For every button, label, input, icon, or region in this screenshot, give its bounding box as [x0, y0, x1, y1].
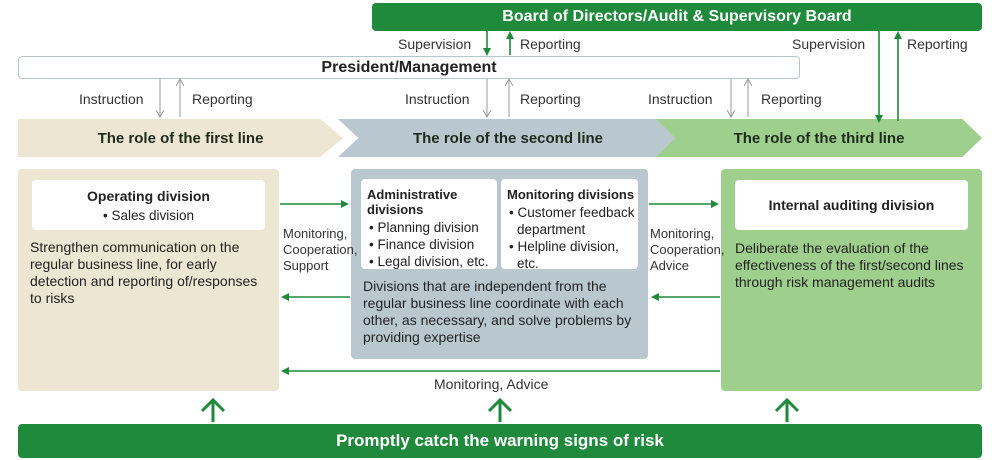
board-of-directors-box: Board of Directors/Audit & Supervisory B…: [372, 3, 982, 31]
third-line-banner: The role of the third line: [656, 119, 982, 157]
president-management-box: President/Management: [18, 56, 800, 79]
up-arrow-1: [200, 397, 226, 422]
reporting-label-1: Reporting: [192, 91, 253, 107]
second-line-banner: The role of the second line: [338, 119, 678, 157]
reporting-label-left: Reporting: [520, 36, 581, 52]
admin-item: • Planning division: [369, 220, 479, 235]
warning-signs-banner: Promptly catch the warning signs of risk: [18, 424, 982, 458]
reporting-label-3: Reporting: [761, 91, 822, 107]
connector-line: Support: [283, 258, 329, 273]
monitor-item: • Helpline division,: [509, 239, 619, 254]
left-connector-text: Monitoring, Cooperation, Support: [283, 226, 357, 274]
reporting-label-2: Reporting: [520, 91, 581, 107]
second-line-panel: Administrative divisions • Planning divi…: [351, 169, 648, 359]
first-line-banner: The role of the first line: [18, 119, 343, 157]
admin-item: • Finance division: [369, 237, 475, 252]
connector-line: Cooperation,: [283, 242, 358, 257]
third-line-description: Deliberate the evaluation of the effecti…: [735, 240, 964, 290]
supervision-label-left: Supervision: [398, 36, 472, 52]
instruction-label-1: Instruction: [79, 91, 144, 107]
internal-auditing-title: Internal auditing division: [768, 197, 935, 213]
second-line-description: Divisions that are independent from the …: [363, 278, 632, 345]
monitor-item: • Customer feedback: [509, 205, 635, 220]
instruction-label-2: Instruction: [405, 91, 470, 107]
third-line-panel: Internal auditing division Deliberate th…: [721, 169, 982, 391]
connector-line: Monitoring,: [283, 226, 348, 241]
internal-auditing-card: Internal auditing division: [735, 180, 968, 230]
first-line-panel: Operating division • Sales division Stre…: [18, 169, 279, 391]
monitor-item: etc.: [517, 256, 539, 271]
up-arrow-2: [487, 397, 513, 422]
supervision-label-right: Supervision: [792, 36, 866, 52]
connector-line: Advice: [650, 258, 690, 273]
operating-division-card: Operating division • Sales division: [32, 180, 265, 230]
first-line-description: Strengthen communication on the regular …: [30, 239, 258, 306]
connector-line: Cooperation,: [650, 242, 725, 257]
admin-item: • Legal division, etc.: [369, 254, 489, 269]
monitor-item: department: [517, 222, 586, 237]
reporting-label-right: Reporting: [907, 36, 968, 52]
sales-division-item: • Sales division: [102, 208, 195, 223]
monitoring-divisions-title: Monitoring divisions: [507, 187, 635, 202]
operating-division-title: Operating division: [87, 188, 210, 204]
right-connector-text: Monitoring, Cooperation, Advice: [650, 226, 724, 274]
monitoring-divisions-card: Monitoring divisions • Customer feedback…: [501, 179, 638, 271]
administrative-divisions-card: Administrative divisions • Planning divi…: [361, 179, 497, 269]
bottom-connector-text: Monitoring, Advice: [434, 376, 549, 392]
administrative-divisions-title: Administrative divisions: [367, 187, 458, 217]
instruction-label-3: Instruction: [648, 91, 713, 107]
connector-line: Monitoring,: [650, 226, 715, 241]
up-arrow-3: [774, 397, 800, 422]
